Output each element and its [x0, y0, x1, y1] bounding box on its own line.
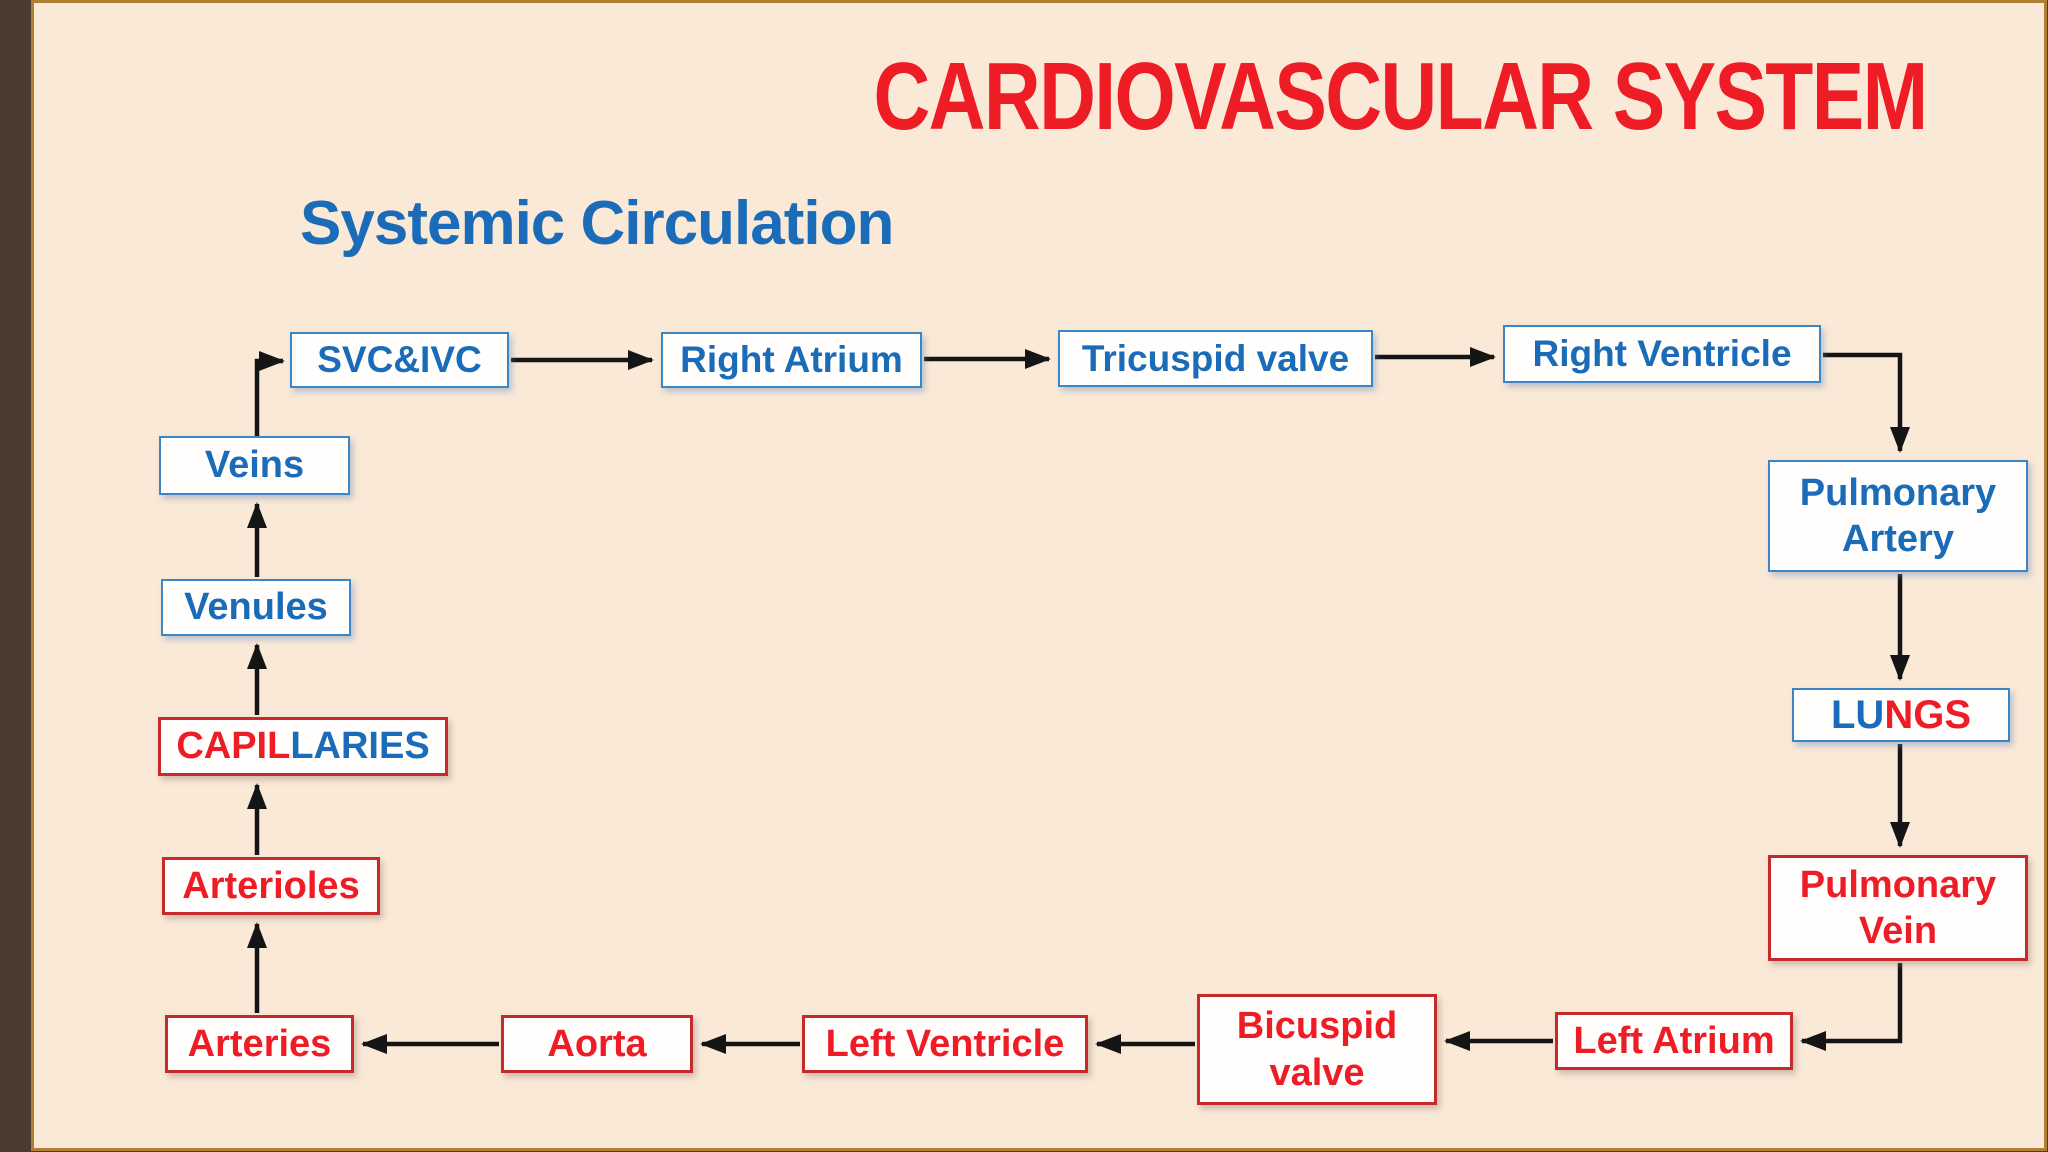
node-bicuspid-valve: Bicuspid valve [1197, 994, 1437, 1105]
node-label-line1: Bicuspid [1236, 1005, 1398, 1048]
slide-subtitle: Systemic Circulation [300, 189, 894, 258]
node-pulmonary-vein: Pulmonary Vein [1768, 855, 2028, 961]
node-label-line2: Vein [1858, 910, 1938, 952]
node-label-line2: Artery [1842, 518, 1954, 560]
node-right-atrium: Right Atrium [661, 332, 922, 388]
node-label: Arteries [187, 1022, 332, 1065]
node-aorta: Aorta [501, 1015, 693, 1073]
node-label: Tricuspid valve [1081, 337, 1350, 379]
node-label-part-blue: LU [1830, 692, 1885, 737]
node-label-part-red: NGS [1884, 692, 1971, 737]
node-label: Right Atrium [680, 339, 903, 380]
node-label: SVC&IVC [317, 339, 482, 380]
slide-canvas [31, 0, 2047, 1151]
node-left-atrium: Left Atrium [1555, 1012, 1793, 1070]
node-label: Left Atrium [1573, 1019, 1775, 1062]
left-edge-bar [0, 0, 31, 1152]
node-label: Veins [204, 444, 305, 486]
node-arteries: Arteries [165, 1015, 354, 1073]
node-svc-ivc: SVC&IVC [290, 332, 509, 388]
node-label-line2: valve [1269, 1051, 1365, 1094]
node-label-line1: Pulmonary [1799, 471, 1997, 514]
node-pulmonary-artery: Pulmonary Artery [1768, 460, 2028, 572]
node-arterioles: Arterioles [162, 857, 380, 915]
node-left-ventricle: Left Ventricle [802, 1015, 1088, 1073]
node-veins: Veins [159, 436, 350, 495]
node-label: Left Ventricle [825, 1022, 1065, 1065]
node-label-part-red: CAPIL [176, 725, 291, 767]
node-label: Arterioles [182, 864, 360, 907]
node-label-part-blue: LARIES [290, 725, 430, 767]
node-right-ventricle: Right Ventricle [1503, 325, 1821, 383]
slide-title: CARDIOVASCULAR SYSTEM [873, 43, 1928, 150]
node-tricuspid-valve: Tricuspid valve [1058, 330, 1373, 387]
node-label: Aorta [547, 1022, 647, 1065]
node-label-line1: Pulmonary [1799, 863, 1997, 906]
node-label: Right Ventricle [1532, 333, 1792, 374]
node-venules: Venules [161, 579, 351, 636]
node-label: Venules [184, 586, 328, 628]
